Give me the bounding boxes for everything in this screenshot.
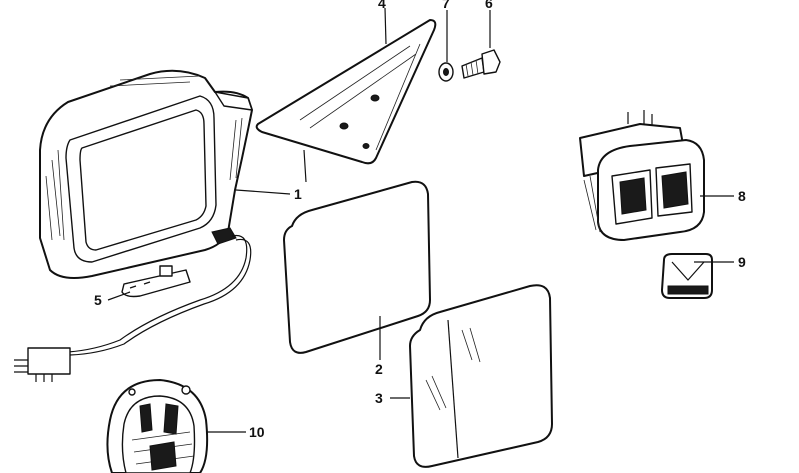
mirror-glass-aspheric	[409, 284, 553, 468]
callout-3: 3	[375, 390, 383, 406]
wiring-harness	[67, 234, 248, 353]
mirror-switch	[579, 110, 705, 241]
mirror-glass-flat	[283, 180, 431, 354]
connector-plug	[14, 347, 71, 382]
callout-8: 8	[738, 188, 746, 204]
callout-6: 6	[485, 0, 493, 11]
callout-10: 10	[249, 424, 265, 440]
callout-2: 2	[375, 361, 383, 377]
switch-knob	[661, 253, 713, 299]
bolt	[461, 49, 501, 79]
washer	[438, 62, 454, 82]
callout-9: 9	[738, 254, 746, 270]
callout-4: 4	[378, 0, 386, 11]
callout-1: 1	[294, 186, 302, 202]
callout-5: 5	[94, 292, 102, 308]
drive-motor	[106, 379, 209, 473]
leader-lines	[107, 7, 734, 433]
clip-part	[121, 265, 191, 298]
mirror-housing	[39, 69, 253, 279]
wiring-harness-2	[69, 238, 252, 356]
mounting-plate	[255, 19, 437, 165]
callout-7: 7	[442, 0, 450, 11]
